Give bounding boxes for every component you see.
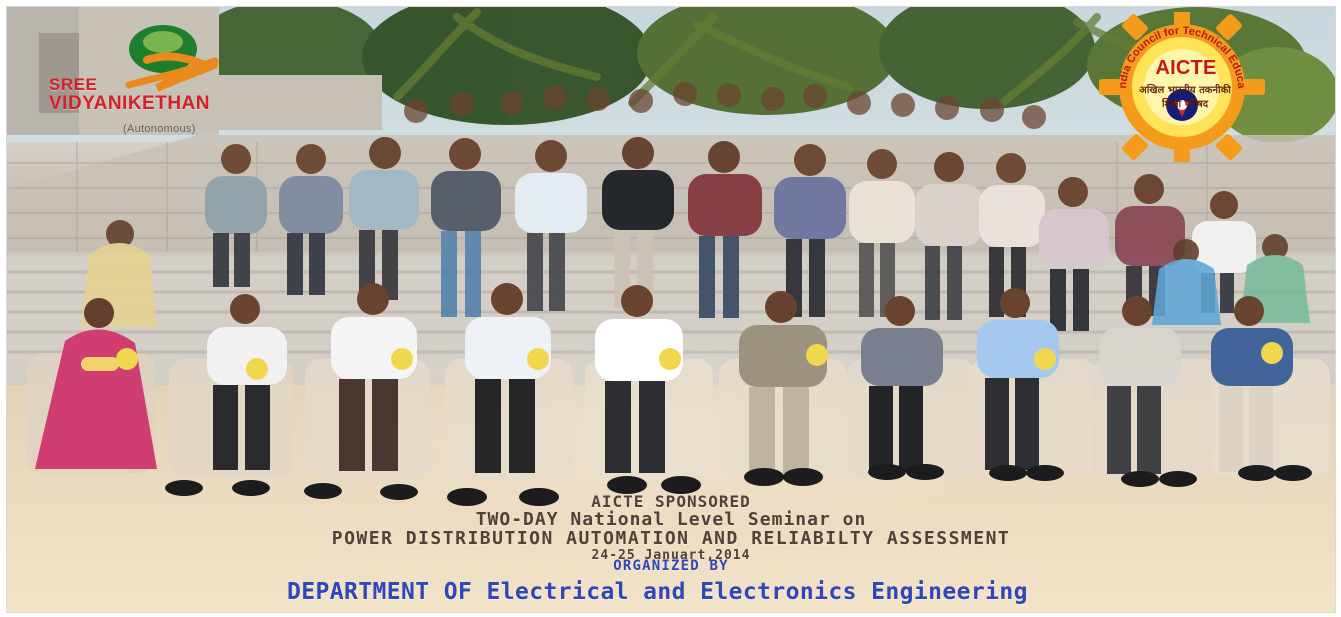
caption-line-4: 24-25 Januart,2014 — [591, 548, 751, 563]
aicte-gear-mark — [1099, 7, 1265, 170]
shoes — [165, 464, 1312, 506]
caption-line-2: TWO-DAY National Level Seminar on — [475, 509, 867, 530]
back-row-people — [81, 82, 1310, 331]
caption-line-5: ORGANIZED BY — [613, 558, 729, 574]
front-row-people — [35, 283, 1293, 475]
college-subtext: (Autonomous) — [123, 123, 196, 135]
college-name-line-2: VIDYANIKETHAN — [49, 93, 210, 114]
college-logo-mark — [125, 25, 219, 92]
group-photo: SREE VIDYANIKETHAN (Autonomous) — [6, 6, 1336, 613]
aicte-title: AICTE — [1155, 57, 1217, 79]
sree-vidyaniketan-logo: SREE VIDYANIKETHAN (Autonomous) — [41, 25, 301, 145]
caption-line-1: AICTE SPONSORED — [591, 492, 751, 511]
aicte-logo: All India Council for Technical Educatio… — [1087, 7, 1277, 170]
photo-scene — [7, 7, 1335, 612]
badges — [116, 342, 1283, 380]
aicte-hindi-text: अखिल भारतीय तकनीकी शिक्षा परिषद — [1139, 85, 1231, 110]
caption-line-3: POWER DISTRIBUTION AUTOMATION AND RELIAB… — [331, 528, 1011, 549]
college-name-line-1: SREE — [49, 75, 98, 94]
caption-line-6: DEPARTMENT OF Electrical and Electronics… — [287, 579, 1028, 605]
